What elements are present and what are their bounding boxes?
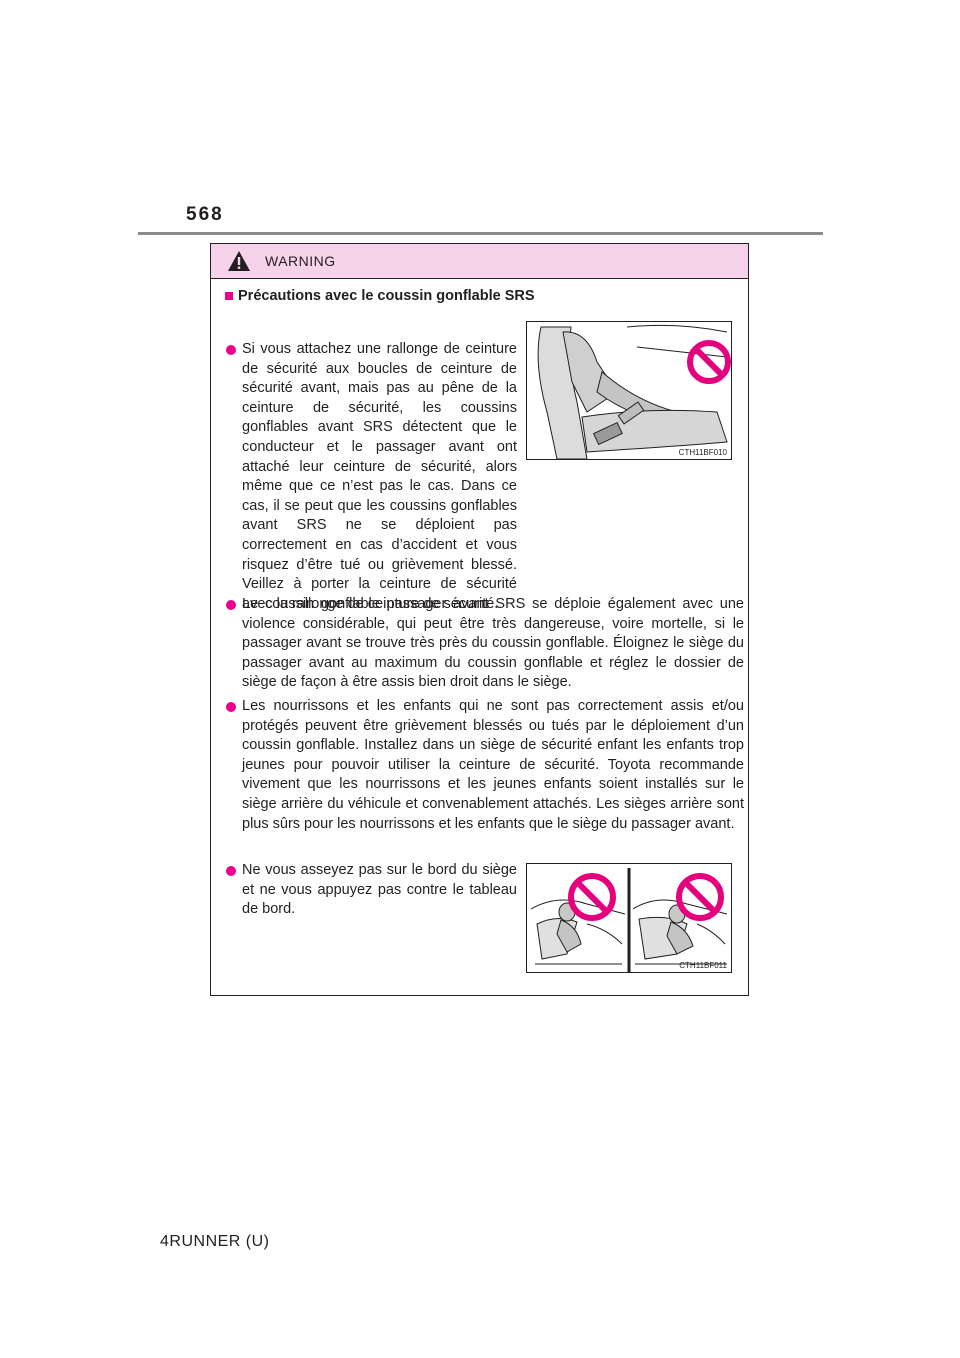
seatbelt-extender-illustration — [527, 322, 731, 459]
warning-item-1-text: Si vous attachez une rallonge de ceintur… — [242, 341, 517, 612]
prohibited-icon — [676, 873, 724, 921]
warning-item-4-text: Ne vous asseyez pas sur le bord du siège… — [242, 862, 517, 918]
warning-item-2-text: Le coussin gonflable passager avant SRS … — [242, 596, 744, 691]
prohibited-icon — [568, 873, 616, 921]
bullet-dot-icon — [226, 702, 236, 712]
bullet-dot-icon — [226, 345, 236, 355]
figure-seating-position: CTH11BF011 — [526, 863, 732, 973]
header-rule — [138, 232, 823, 235]
square-bullet-icon — [225, 292, 233, 300]
seating-position-illustration — [527, 864, 731, 972]
warning-item-2: Le coussin gonflable passager avant SRS … — [226, 595, 744, 693]
warning-title: WARNING — [265, 253, 336, 269]
figure-code: CTH11BF011 — [679, 961, 727, 970]
footer-model: 4RUNNER (U) — [160, 1233, 270, 1250]
warning-item-3: Les nourrissons et les enfants qui ne so… — [226, 697, 744, 834]
figure-code: CTH11BF010 — [678, 448, 727, 457]
section-title-text: Précautions avec le coussin gonflable SR… — [238, 288, 535, 304]
page-number: 568 — [186, 204, 224, 225]
warning-item-3-text: Les nourrissons et les enfants qui ne so… — [242, 698, 744, 832]
warning-triangle-icon — [228, 251, 250, 271]
warning-item-4: Ne vous asseyez pas sur le bord du siège… — [226, 861, 517, 920]
prohibited-icon — [687, 340, 731, 384]
bullet-dot-icon — [226, 600, 236, 610]
section-title: Précautions avec le coussin gonflable SR… — [225, 288, 535, 304]
bullet-dot-icon — [226, 866, 236, 876]
figure-seatbelt-extender: CTH11BF010 — [526, 321, 732, 460]
warning-box: WARNING Précautions avec le coussin gonf… — [210, 243, 749, 996]
warning-header: WARNING — [211, 244, 748, 279]
warning-item-1: Si vous attachez une rallonge de ceintur… — [226, 340, 517, 614]
